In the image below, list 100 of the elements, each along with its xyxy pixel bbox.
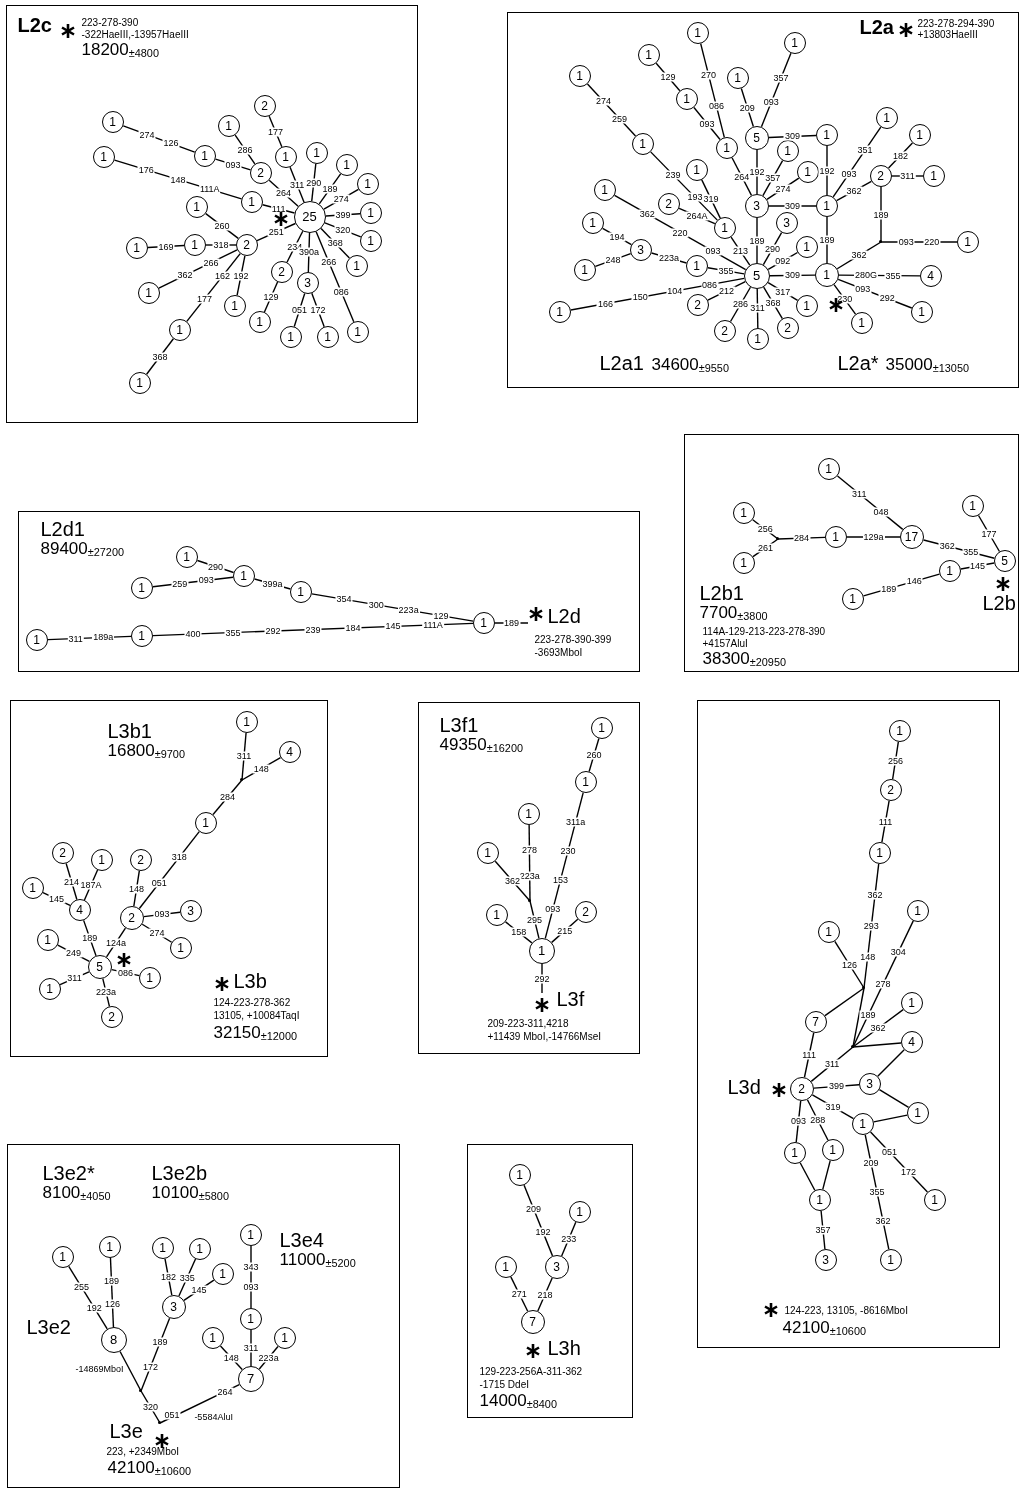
age-estimate: 49350$_{±16200}$: [439, 735, 523, 755]
edge-label: 086: [707, 101, 725, 111]
edge-label: 256: [887, 756, 904, 765]
haplotype-circle: 1: [101, 110, 124, 133]
network-panel: [507, 12, 1019, 388]
network-panel: [7, 1144, 400, 1488]
edge-label: 220: [671, 228, 689, 237]
edge-label: 129: [432, 611, 450, 621]
haplotype-circle: 5: [744, 125, 769, 150]
haplotype-circle: 1: [906, 899, 929, 922]
connector-line: [864, 1134, 890, 1250]
edge-label: 126: [103, 1299, 121, 1309]
haplotype-circle: 1: [248, 310, 271, 333]
edge-label: 309: [783, 131, 801, 141]
age-estimate: 34600$_{±9550}$: [651, 355, 729, 375]
haplotype-circle: 1: [548, 300, 571, 323]
connector-line: [756, 217, 758, 264]
edge-label: 260: [213, 221, 231, 231]
haplotype-circle: 2: [51, 841, 74, 864]
haplotype-circle: 1: [279, 325, 302, 348]
edge-label: 145: [384, 621, 402, 631]
edge-label: 176: [137, 165, 155, 175]
edge-label: 239: [304, 625, 322, 634]
haplogroup-label: L3e2b: [151, 1161, 208, 1184]
haplotype-circle: 4: [278, 740, 301, 763]
haplotype-circle: 1: [90, 848, 113, 871]
edge-label: 145: [190, 1285, 208, 1295]
haplotype-circle: 2: [657, 192, 680, 215]
edge-label: 230: [559, 846, 577, 856]
haplotype-circle: 1: [169, 936, 192, 959]
edge-label: 251: [267, 227, 285, 237]
haplotype-circle: 2: [713, 319, 736, 342]
edge-label: 048: [872, 507, 890, 517]
edge-label: 192: [232, 271, 250, 280]
haplotype-circle: 5: [87, 954, 112, 979]
edge-label: 271: [510, 1289, 528, 1299]
connector-line: [105, 927, 127, 958]
haplotype-circle: 1: [92, 145, 115, 168]
haplotype-circle: 2: [100, 1005, 123, 1028]
connector-line: [318, 173, 342, 205]
edge-label: 223a: [658, 253, 680, 263]
connector-line: [140, 1390, 161, 1424]
edge-label: 288: [809, 1115, 827, 1125]
edge-label: 351: [856, 145, 874, 155]
haplotype-circle: 1: [345, 254, 368, 277]
edge-label: 286: [731, 299, 749, 309]
edge-label: 145: [48, 894, 65, 904]
edge-label: 124a: [105, 938, 127, 947]
haplotype-circle: 1: [821, 1138, 844, 1161]
edge-label: 290: [207, 562, 224, 571]
connector-line: [799, 1162, 816, 1191]
edge-label: 145: [969, 561, 986, 571]
haplotype-circle: 1: [98, 1235, 121, 1258]
haplotype-circle: 1: [783, 1141, 806, 1164]
edge-label: 169: [157, 242, 175, 251]
haplotype-circle: 1: [193, 144, 216, 167]
junction-point: [240, 778, 243, 781]
haplotype-circle: 1: [795, 235, 818, 258]
edge-label: 111: [877, 817, 894, 826]
connector-line: [560, 1221, 577, 1257]
edge-label: 260: [585, 750, 603, 760]
haplotype-circle: 1: [485, 903, 508, 926]
edge-label: 278: [874, 979, 892, 989]
haplotype-circle: 1: [36, 928, 59, 951]
edge-label: 274: [774, 184, 792, 194]
edge-label: 317: [774, 287, 792, 296]
edge-label: 093: [840, 169, 858, 179]
edge-label: 261: [756, 543, 774, 553]
haplotype-circle: 2: [253, 94, 276, 117]
edge-label: 362: [176, 270, 194, 280]
connector-line: [119, 1350, 142, 1392]
edge-label: 148: [252, 764, 270, 774]
edge-label: 362: [866, 890, 884, 900]
edge-label: 148: [222, 1353, 240, 1363]
haplogroup-label: L2c: [17, 13, 52, 36]
connector-line: [762, 286, 784, 320]
haplotype-circle: 1: [188, 1237, 211, 1260]
edge-label: 335: [178, 1273, 196, 1283]
haplogroup-label: L3b1: [107, 719, 152, 742]
edge-label: 213: [731, 246, 749, 256]
connector-line: [756, 149, 758, 195]
haplotype-circle: 1: [795, 294, 818, 317]
edge-label: 309: [784, 201, 801, 211]
haplotype-circle: 2: [686, 293, 709, 316]
connector-line: [852, 1042, 902, 1048]
edge-label: 362: [874, 1216, 892, 1226]
network-panel: [467, 1144, 633, 1418]
edge-label: 223a: [257, 1353, 280, 1363]
haplotype-circle: 1: [879, 1248, 902, 1271]
edge-label: 290: [763, 244, 781, 254]
edge-label: 290: [305, 178, 323, 187]
edge-label: 111A: [198, 184, 221, 194]
haplotype-circle: 1: [517, 802, 540, 825]
age-estimate: 35000$_{±13050}$: [885, 355, 969, 375]
haplotype-circle: 1: [685, 158, 708, 181]
haplotype-circle: 1: [235, 710, 258, 733]
haplotype-circle: 1: [910, 300, 933, 323]
haplotype-circle: 3: [858, 1072, 881, 1095]
haplotype-circle: 1: [21, 876, 44, 899]
haplotype-circle: 1: [223, 294, 246, 317]
